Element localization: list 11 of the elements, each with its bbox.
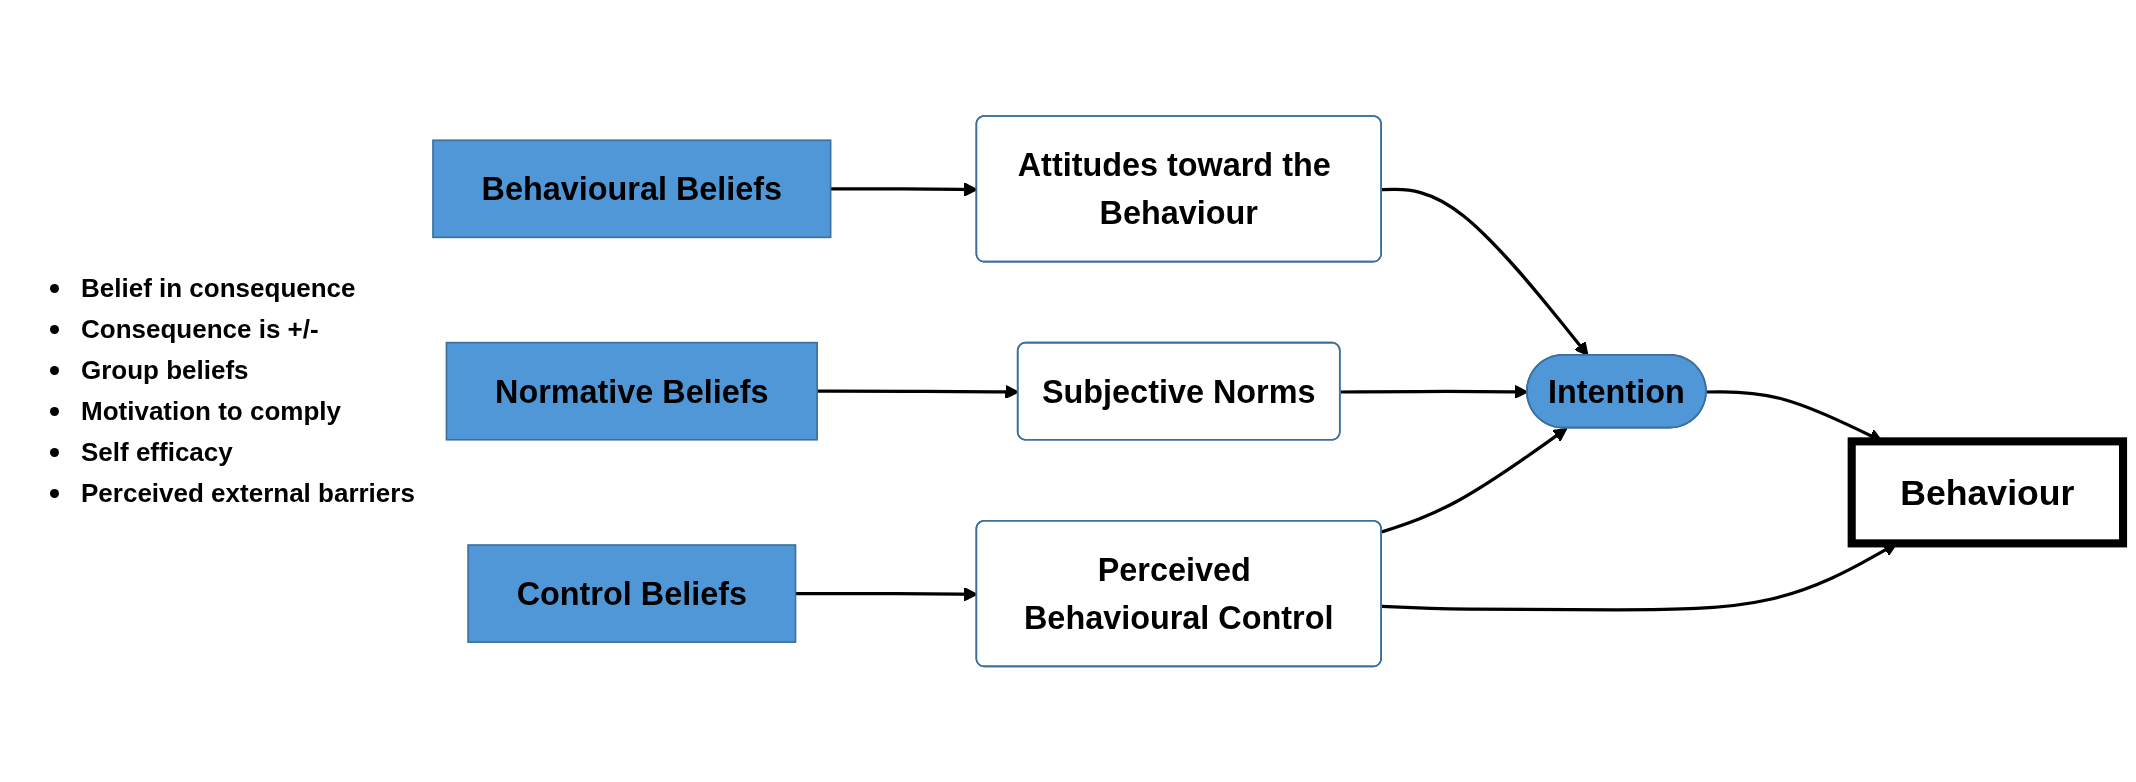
bullet-text: Perceived external barriers bbox=[81, 478, 415, 509]
bullet-text: Belief in consequence bbox=[81, 273, 356, 304]
arrow bbox=[1381, 427, 1568, 534]
node-box: Control Beliefs bbox=[467, 544, 797, 643]
bullet-text: Self efficacy bbox=[81, 437, 233, 468]
node-box: Behavioural Beliefs bbox=[432, 139, 832, 238]
node-box: Normative Beliefs bbox=[445, 341, 818, 441]
bullet-text: Group beliefs bbox=[81, 355, 249, 386]
bullet-text: Consequence is +/- bbox=[81, 314, 319, 345]
bullet-text: Motivation to comply bbox=[81, 396, 341, 427]
node-box: Behaviour bbox=[1847, 437, 2128, 548]
